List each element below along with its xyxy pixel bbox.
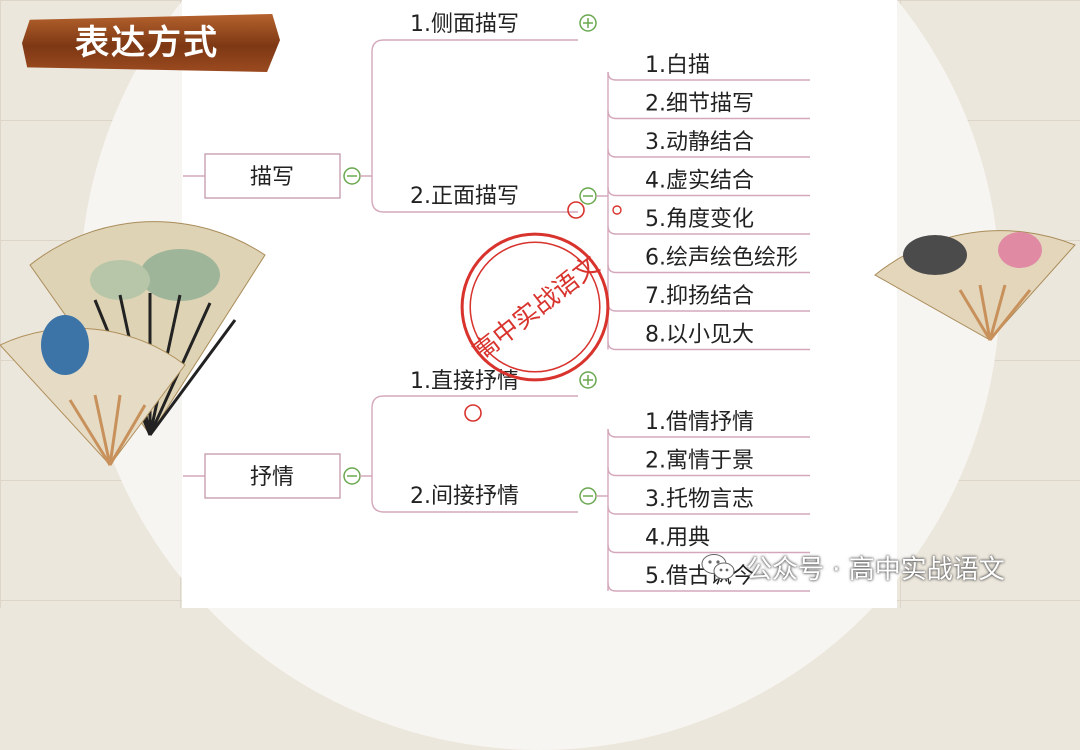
watermark: 公众号 · 高中实战语文: [700, 548, 1005, 586]
marker-circle: [464, 404, 482, 422]
wechat-icon: [701, 554, 735, 580]
node-shuqing-box[interactable]: [204, 453, 341, 499]
item-underline: [607, 467, 810, 477]
content-panel: [182, 0, 897, 608]
page-title: 表达方式: [75, 23, 219, 63]
item-underline: [607, 148, 810, 158]
collapse-icon[interactable]: [579, 487, 597, 505]
collapse-icon[interactable]: [343, 467, 361, 485]
leaf-item[interactable]: 8.以小见大: [645, 323, 754, 348]
item-underline: [607, 428, 810, 438]
leaf-item[interactable]: 4.虚实结合: [645, 169, 754, 194]
leaf-item[interactable]: 2.寓情于景: [645, 449, 754, 474]
mind-map: 描写 1.侧面描写 2.正面描写 1.白描 2.细节描写 3.动静结合 4.虚实结合 5…: [183, 12, 810, 592]
item-underline: [607, 544, 810, 554]
leaf-item[interactable]: 3.动静结合: [645, 130, 754, 155]
item-underline: [607, 225, 810, 235]
collapse-icon[interactable]: [579, 187, 597, 205]
link-indirect: [371, 476, 578, 513]
front-description-items: 1.白描 2.细节描写 3.动静结合 4.虚实结合 5.角度变化 6.绘声绘色绘形 7.抑扬…: [596, 53, 810, 351]
watermark-text: 公众号 · 高中实战语文: [746, 554, 1005, 585]
item-underline: [607, 505, 810, 515]
item-underline: [607, 71, 810, 81]
node-miaoxie-box[interactable]: [204, 153, 341, 199]
title-banner: [22, 14, 280, 72]
collapse-icon[interactable]: [343, 167, 361, 185]
item-underline: [607, 341, 810, 351]
leaf-item[interactable]: 1.借情抒情: [645, 410, 754, 435]
fan-painting-blue-lotus: [0, 315, 186, 466]
item-underline: [607, 264, 810, 274]
indirect-lyric-items: 1.借情抒情 2.寓情于景 3.托物言志 4.用典 5.借古讽今: [596, 410, 810, 592]
link-front: [371, 176, 578, 213]
item-underline: [607, 187, 810, 197]
node-direct-lyric[interactable]: 1.直接抒情: [410, 369, 519, 394]
node-shuqing: 抒情: [250, 465, 294, 490]
marker-dot: [612, 205, 622, 215]
leaf-item[interactable]: 5.借古讽今: [645, 564, 754, 589]
link-direct: [360, 395, 578, 477]
node-indirect-lyric[interactable]: 2.间接抒情: [410, 484, 519, 509]
fan-painting-lotus-right: [874, 230, 1076, 341]
leaf-item[interactable]: 7.抑扬结合: [645, 284, 754, 309]
items-trunk: [596, 429, 609, 591]
node-front-description[interactable]: 2.正面描写: [410, 184, 519, 209]
link-side: [360, 39, 578, 177]
item-underline: [607, 110, 810, 120]
marker-circle: [567, 201, 585, 219]
leaf-item[interactable]: 4.用典: [645, 526, 710, 551]
node-side-description[interactable]: 1.侧面描写: [410, 12, 519, 37]
seal-stamp: 高中实战语文: [460, 232, 610, 382]
item-underline: [607, 582, 810, 592]
leaf-item[interactable]: 2.细节描写: [645, 92, 754, 117]
expand-icon[interactable]: [579, 14, 597, 32]
leaf-item[interactable]: 6.绘声绘色绘形: [645, 246, 798, 271]
leaf-item[interactable]: 5.角度变化: [645, 207, 754, 232]
expand-icon[interactable]: [579, 371, 597, 389]
fan-painting-lotus-left: [0, 221, 266, 466]
node-miaoxie: 描写: [250, 165, 294, 190]
leaf-item[interactable]: 1.白描: [645, 53, 710, 78]
leaf-item[interactable]: 3.托物言志: [645, 487, 754, 512]
